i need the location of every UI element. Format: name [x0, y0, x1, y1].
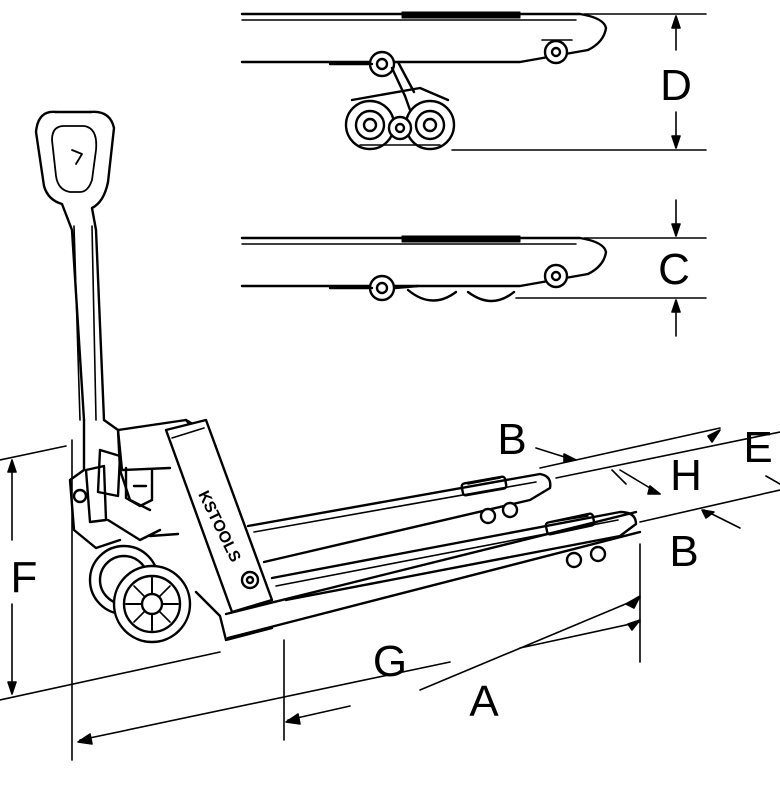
label-b-upper: B [497, 415, 526, 464]
label-c: C [658, 245, 690, 294]
label-f: F [11, 553, 38, 602]
label-b-lower: B [669, 527, 698, 576]
pallet-truck-body: KSTOOLS [34, 110, 642, 644]
label-g: G [373, 637, 407, 686]
dimension-c-lines [583, 199, 707, 337]
label-d: D [660, 61, 692, 110]
label-e: E [743, 423, 772, 472]
fork-lowered-detail: C [240, 199, 707, 337]
fork-raised-detail: D [240, 11, 707, 151]
main-dimension-lines [0, 427, 780, 761]
label-a: A [469, 677, 499, 726]
dimension-d-lines [451, 13, 707, 151]
label-h: H [670, 451, 702, 500]
